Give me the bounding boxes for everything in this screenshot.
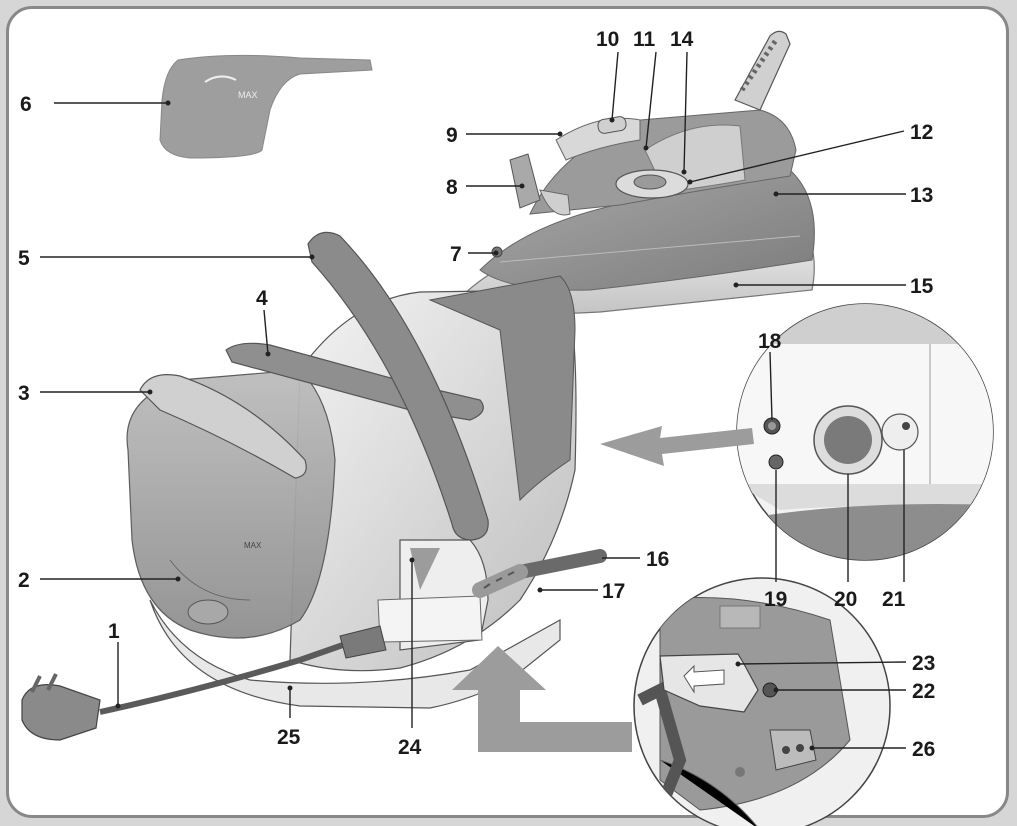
callout-20: 20 [834, 588, 857, 611]
callout-14: 14 [670, 28, 694, 51]
callout-numbers: 6 5 4 3 2 1 25 24 16 17 7 8 9 10 11 14 1… [18, 28, 935, 761]
callout-13: 13 [910, 184, 933, 207]
callout-22: 22 [912, 680, 935, 703]
callout-leaders [40, 51, 907, 751]
callout-3: 3 [18, 382, 30, 405]
callout-16: 16 [646, 548, 669, 571]
callout-17: 17 [602, 580, 625, 603]
callout-12: 12 [910, 121, 933, 144]
tank-max-label: MAX [244, 541, 262, 550]
callout-2: 2 [18, 569, 30, 592]
callout-7: 7 [450, 243, 462, 266]
callout-23: 23 [912, 652, 935, 675]
callout-24: 24 [398, 736, 422, 759]
callout-10: 10 [596, 28, 619, 51]
cup-max-label: MAX [238, 90, 258, 100]
steam-iron [461, 30, 815, 314]
callout-6: 6 [20, 93, 32, 116]
arrow-up-bent-icon [452, 646, 632, 752]
callout-4: 4 [256, 287, 268, 310]
arrow-left-icon [600, 426, 754, 466]
measuring-cup: MAX [159, 54, 373, 159]
steam-generator: MAX [21, 231, 607, 741]
callout-15: 15 [910, 275, 934, 298]
callout-18: 18 [758, 330, 782, 353]
callout-11: 11 [633, 28, 656, 51]
callout-21: 21 [882, 588, 906, 611]
callout-25: 25 [277, 726, 301, 749]
callout-26: 26 [912, 738, 935, 761]
callout-9: 9 [446, 124, 458, 147]
base-underside-detail [633, 577, 891, 826]
callout-5: 5 [18, 247, 30, 270]
callout-1: 1 [108, 620, 120, 643]
control-panel-detail [736, 303, 994, 561]
callout-19: 19 [764, 588, 787, 611]
callout-8: 8 [446, 176, 458, 199]
